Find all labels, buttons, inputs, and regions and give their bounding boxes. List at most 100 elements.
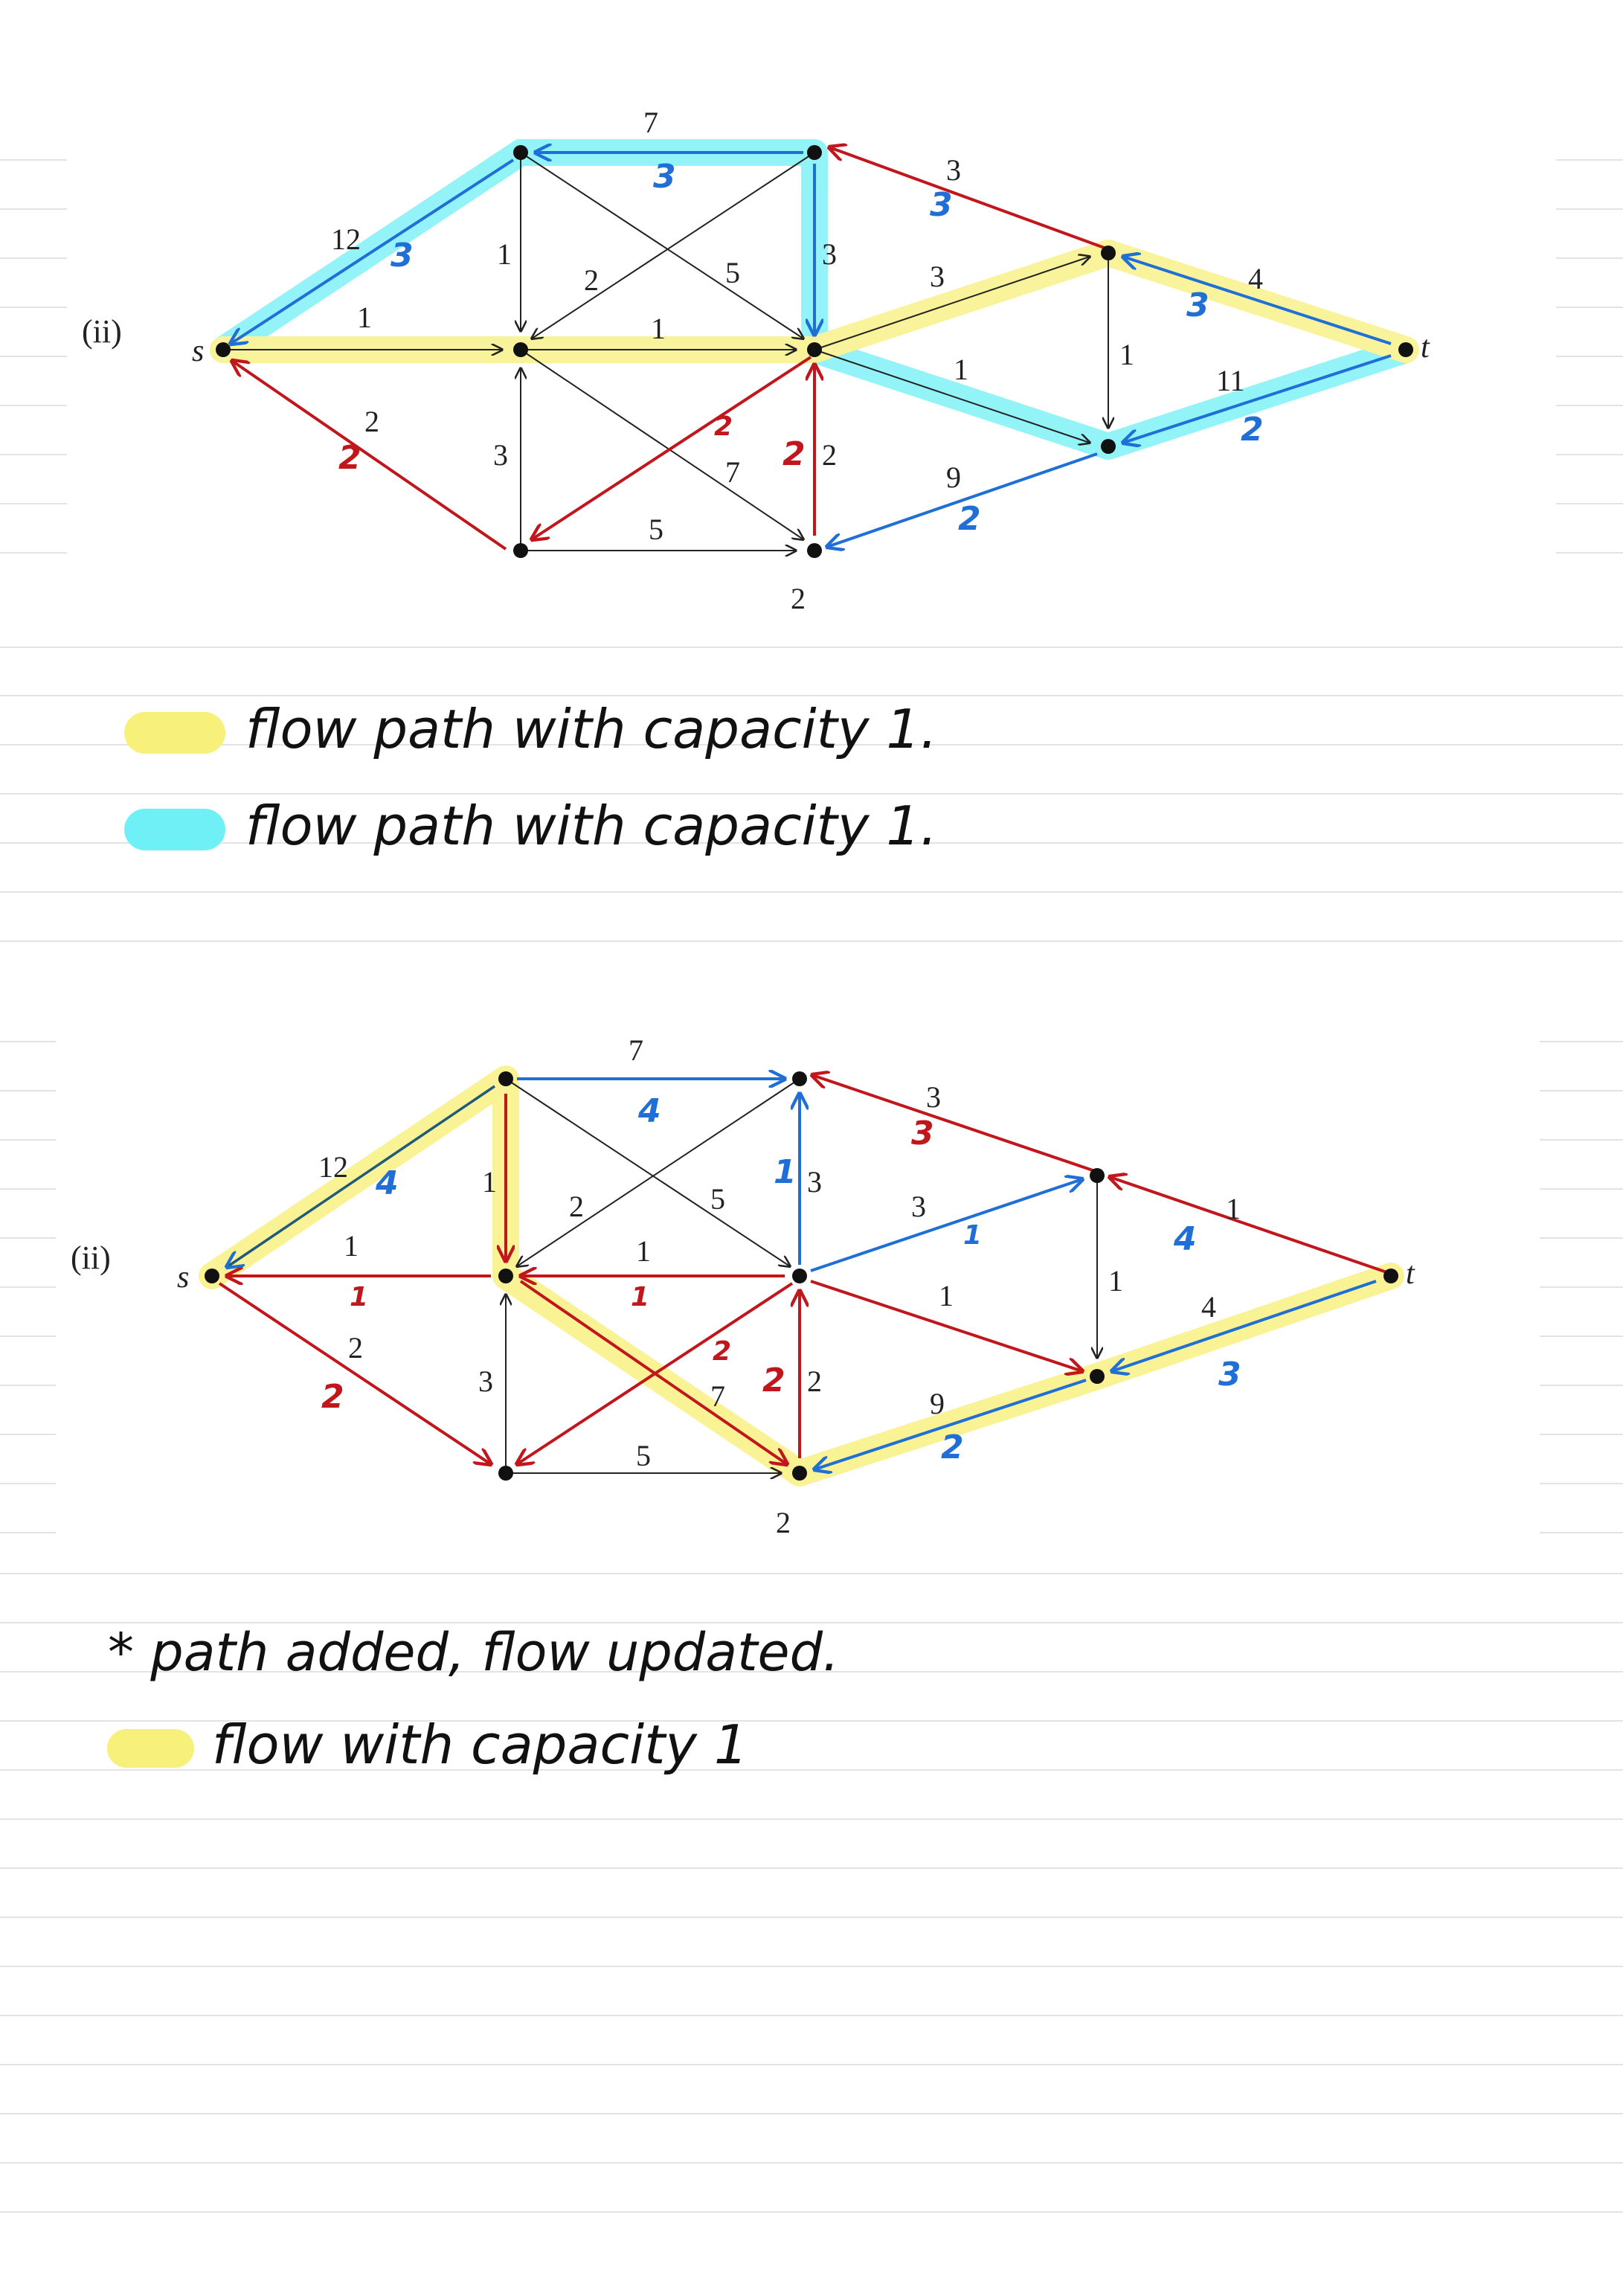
capacity-label: 9 xyxy=(930,1387,945,1420)
legend-1: flow path with capacity 1. flow path wit… xyxy=(124,698,937,857)
flow-label: 2 xyxy=(762,1362,785,1399)
diagram-tag: (ii) xyxy=(71,1240,111,1276)
capacity-label: 1 xyxy=(1226,1192,1241,1225)
black-edges xyxy=(505,1078,1097,1473)
capacity-label: 2 xyxy=(364,405,379,438)
edge xyxy=(227,1085,495,1267)
ruled-lines xyxy=(0,159,1623,2213)
capacity-label: 2 xyxy=(822,438,837,472)
capacity-label: 1 xyxy=(636,1234,651,1268)
capacity-label: 1 xyxy=(939,1279,954,1312)
capacity-label: 2 xyxy=(807,1365,822,1398)
flow-label: 3 xyxy=(653,158,676,196)
flow-label: 1 xyxy=(350,1282,368,1312)
flow-label: 3 xyxy=(391,237,414,275)
capacity-label: 1 xyxy=(1108,1264,1123,1298)
node xyxy=(1090,1369,1105,1384)
capacity-label: 3 xyxy=(478,1365,493,1398)
flow-labels: 3 3 3 2 2 2 3 2 2 xyxy=(338,158,1264,538)
node xyxy=(807,543,822,558)
flow-labels: 4 4 1 3 1 1 2 2 2 1 2 4 3 xyxy=(321,1092,1241,1466)
flow-label: 2 xyxy=(714,411,733,442)
node xyxy=(498,1269,513,1283)
edge xyxy=(812,1075,1098,1173)
capacity-label: 4 xyxy=(1201,1290,1216,1324)
node xyxy=(807,342,822,357)
notes-2: * path added, flow updated. flow with ca… xyxy=(107,1622,839,1776)
flow-label: 1 xyxy=(631,1282,649,1312)
capacity-label: 5 xyxy=(636,1439,651,1472)
edge xyxy=(517,1078,800,1266)
edge xyxy=(1112,1280,1377,1371)
capacity-label: 3 xyxy=(493,438,508,472)
edge xyxy=(1110,1177,1392,1275)
diagram-tag: (ii) xyxy=(82,313,122,350)
edge xyxy=(520,152,803,339)
node xyxy=(513,145,528,160)
legend-text: flow path with capacity 1. xyxy=(245,795,937,857)
edge xyxy=(517,1282,794,1464)
node xyxy=(513,543,528,558)
edge xyxy=(814,349,1090,443)
capacity-label: 3 xyxy=(807,1165,822,1199)
capacity-label: 1 xyxy=(344,1229,359,1263)
node-source xyxy=(216,342,231,357)
capacity-label: 1 xyxy=(357,301,372,334)
capacity-label: 7 xyxy=(629,1033,643,1067)
edge xyxy=(520,349,803,539)
flow-label: 2 xyxy=(958,500,981,538)
capacity-label: 7 xyxy=(725,455,740,489)
source-label: s xyxy=(177,1260,189,1295)
legend-text: flow path with capacity 1. xyxy=(245,698,937,760)
capacity-label: 4 xyxy=(1248,262,1263,295)
node xyxy=(792,1071,807,1086)
node xyxy=(498,1071,513,1086)
edge xyxy=(218,1282,491,1464)
flow-network-diagram-2: (ii) s t 7 12 1 1 2 5 1 3 3 3 1 2 3 7 5 … xyxy=(71,1033,1415,1539)
capacity-label: 12 xyxy=(318,1150,348,1184)
flow-label: 3 xyxy=(930,186,953,224)
edge xyxy=(532,152,815,339)
node xyxy=(1090,1168,1105,1183)
flow-label: 1 xyxy=(963,1220,982,1251)
capacity-label: 2 xyxy=(348,1331,363,1365)
capacity-label: 2 xyxy=(569,1190,584,1223)
flow-label: 2 xyxy=(338,439,361,477)
edge xyxy=(1123,257,1392,345)
edge xyxy=(829,147,1109,251)
capacity-label: 9 xyxy=(946,461,961,494)
capacity-label: 1 xyxy=(1119,338,1134,371)
flow-label: 1 xyxy=(774,1153,797,1191)
capacity-label: 3 xyxy=(930,260,945,293)
node xyxy=(498,1466,513,1481)
capacity-label: 5 xyxy=(710,1182,725,1216)
capacity-label: 2 xyxy=(776,1506,791,1539)
node-sink xyxy=(1383,1269,1398,1283)
flow-label: 2 xyxy=(941,1428,964,1466)
flow-label: 2 xyxy=(321,1378,344,1416)
capacity-label: 1 xyxy=(954,353,968,386)
capacity-label: 3 xyxy=(822,237,837,271)
capacity-label: 12 xyxy=(331,222,361,256)
capacity-label: 7 xyxy=(643,106,658,139)
edge xyxy=(827,452,1098,547)
edge xyxy=(532,356,812,539)
capacity-label: 3 xyxy=(911,1190,926,1223)
sink-label: t xyxy=(1421,330,1430,365)
flow-network-diagram-1: (ii) s t 7 12 1 1 2 5 3 3 3 1 2 3 7 5 2 … xyxy=(82,106,1430,615)
capacity-label: 2 xyxy=(584,263,599,297)
flow-label: 3 xyxy=(911,1115,934,1152)
node xyxy=(792,1466,807,1481)
capacity-label: 11 xyxy=(1216,364,1245,397)
edge xyxy=(505,1078,790,1266)
note-text: flow with capacity 1 xyxy=(212,1713,748,1776)
edge xyxy=(814,257,1090,350)
flow-label: 2 xyxy=(713,1336,731,1367)
flow-label: 4 xyxy=(637,1092,661,1130)
red-flow-edges xyxy=(232,147,1109,551)
source-label: s xyxy=(192,334,204,368)
edge xyxy=(814,1379,1087,1469)
flow-label: 4 xyxy=(375,1164,399,1202)
node xyxy=(1101,246,1116,260)
